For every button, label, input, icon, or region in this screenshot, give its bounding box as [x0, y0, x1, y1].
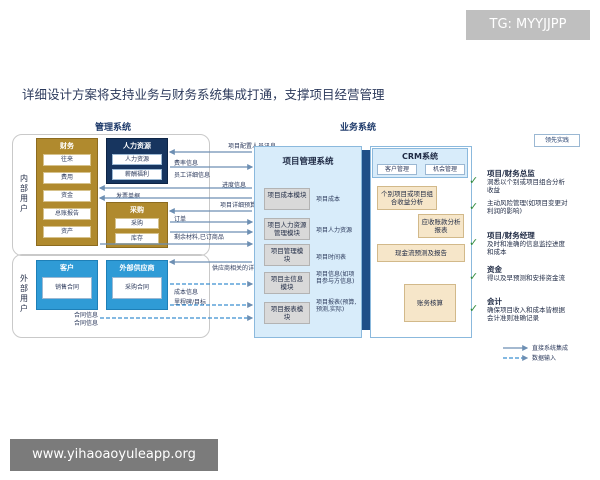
role-manager-line-1: 及时和准确的信息监控进度 [487, 240, 565, 248]
flow-proj-budget: 项目详细预算及信息 [220, 202, 275, 209]
flow-invoice-bill: 发票单据 [116, 193, 141, 200]
scroll-profit-analysis: 个别项目或项目组合收益分析 [377, 186, 437, 210]
sales-contract-doc: 销售合同 [42, 277, 92, 299]
role-fund-title: 资金 [487, 265, 502, 274]
pm-module-cost-label: 项目成本模块 [267, 191, 307, 199]
finance-title: 财务 [60, 142, 74, 150]
pm-module-report[interactable]: 项目报表模块 [264, 302, 310, 324]
pm-module-hr[interactable]: 项目人力资源管理模块 [264, 218, 310, 240]
external-user-region [12, 254, 210, 338]
role-director-line-2: 收益 [487, 186, 500, 194]
pm-label-report: 项目报表(预算,预测,实际) [316, 299, 357, 313]
role-manager-line-2: 和成本 [487, 248, 507, 256]
bottom-watermark: www.yihaoaoyuleapp.org [10, 439, 218, 471]
finance-item-asset: 资产 [43, 226, 91, 238]
flow-staff-info: 员工详细信息 [174, 172, 211, 179]
external-user-label: 外部用户 [20, 274, 28, 313]
supplier-title: 外部供应商 [119, 264, 155, 272]
flow-cost-info: 成本信息 [174, 289, 199, 296]
hr-item-payroll: 薪酬福利 [112, 169, 162, 180]
business-system-title: 业务系统 [340, 123, 377, 133]
flow-supplier-budget: 供应商相关的详细预算 [212, 265, 273, 272]
pm-module-report-label: 项目报表模块 [270, 305, 304, 321]
top-watermark: TG: MYYJJPP [466, 10, 590, 40]
customer-panel: 客户 销售合同 [36, 260, 98, 310]
flow-remaining: 剩余材料,已订商品 [174, 234, 224, 241]
pm-module-hr-label: 项目人力资源管理模块 [267, 221, 307, 237]
crm-title: CRM系统 [402, 152, 438, 161]
role-fund-line-1: 得以及早预测和安排资金流 [487, 274, 565, 282]
flow-contract-info-2: 合同信息 [74, 320, 99, 327]
pm-system-title: 项目管理系统 [282, 157, 334, 167]
role-director-line-4: 利润的影响) [487, 207, 523, 215]
role-accounting-line-1: 确保项目收入和成本皆根据 [487, 306, 565, 314]
finance-item-fund: 资金 [43, 190, 91, 202]
hr-panel: 人力资源 人力资源 薪酬福利 [106, 138, 168, 184]
flow-order: 订单 [174, 216, 187, 223]
scroll-ar-report: 应收账款分析报表 [418, 214, 464, 238]
crm-panel: CRM系统 客户管理 机会管理 [372, 148, 468, 178]
role-accounting-title: 会计 [487, 297, 502, 306]
flow-rate-info: 费率信息 [174, 160, 199, 167]
purchase-panel: 采购 采购 库存 [106, 202, 168, 248]
pm-module-mgmt[interactable]: 项目管理模块 [264, 244, 310, 266]
purchase-title: 采购 [130, 206, 144, 214]
finance-item-ledger: 总账报告 [43, 208, 91, 220]
legend-input-label: 数据输入 [532, 355, 557, 362]
customer-title: 客户 [60, 264, 74, 272]
crm-item-opportunity[interactable]: 机会管理 [425, 164, 465, 175]
legend-integration-label: 直接系统集成 [532, 345, 569, 352]
scroll-cashflow: 现金流预测及报告 [377, 244, 465, 262]
finance-item-receivable: 往来 [43, 154, 91, 166]
scroll-accounting: 账务核算 [404, 284, 456, 322]
supplier-panel: 外部供应商 采购合同 [106, 260, 168, 310]
check-icon: ✓ [469, 302, 479, 315]
hr-title: 人力资源 [123, 142, 151, 150]
lead-practice-button[interactable]: 领先实践 [534, 134, 580, 147]
finance-item-expense: 费用 [43, 172, 91, 184]
purchase-item-purchase: 采购 [115, 218, 159, 229]
role-manager-title: 项目/财务经理 [487, 231, 535, 240]
role-director-line-1: 洞悉以个别或项目组合分析 [487, 178, 565, 186]
flow-contract-info: 合同信息 [74, 312, 99, 319]
check-icon: ✓ [469, 200, 479, 213]
purchase-contract-doc: 采购合同 [112, 277, 162, 299]
pm-label-hr: 项目人力资源 [316, 227, 353, 234]
check-icon: ✓ [469, 270, 479, 283]
pm-module-master-label: 项目主信息模块 [270, 275, 304, 291]
pm-label-info: 项目信息(如项目参与方信息) [316, 271, 355, 285]
check-icon: ✓ [469, 236, 479, 249]
flow-progress-info: 进度信息 [222, 182, 247, 189]
role-director-line-3: 主动风险管理(如项目变更对 [487, 199, 568, 207]
pm-module-cost[interactable]: 项目成本模块 [264, 188, 310, 210]
pm-label-timeline: 项目时间表 [316, 254, 347, 261]
flow-milestone: 里程碑/目标 [174, 299, 207, 306]
flow-proj-config: 项目配置人员讯息 [228, 143, 277, 150]
internal-user-region [12, 134, 210, 256]
crm-item-customer[interactable]: 客户管理 [377, 164, 417, 175]
pm-module-master[interactable]: 项目主信息模块 [264, 272, 310, 294]
management-system-title: 管理系统 [95, 123, 132, 133]
page-title: 详细设计方案将支持业务与财务系统集成打通，支撑项目经营管理 [22, 87, 385, 102]
finance-panel: 财务 往来 费用 资金 总账报告 资产 [36, 138, 98, 246]
internal-user-label: 内部用户 [20, 174, 28, 213]
hr-item-hr: 人力资源 [112, 154, 162, 165]
role-accounting-line-2: 会计准则准确记录 [487, 314, 539, 322]
pm-module-mgmt-label: 项目管理模块 [270, 247, 304, 263]
role-director-title: 项目/财务总监 [487, 169, 535, 178]
pm-label-cost: 项目成本 [316, 196, 341, 203]
check-icon: ✓ [469, 174, 479, 187]
